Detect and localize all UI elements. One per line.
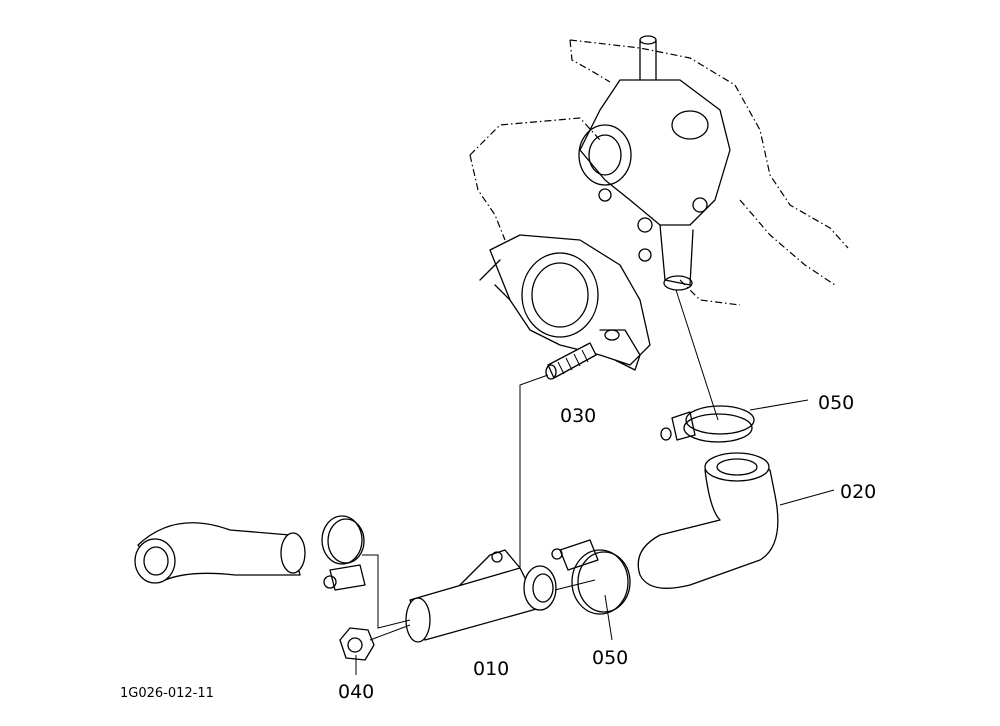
water-pump-housing [578, 35, 731, 291]
label-010: 010 [473, 658, 509, 680]
label-040: 040 [338, 681, 374, 703]
hose-020 [637, 452, 779, 589]
clamp-left [321, 515, 366, 591]
assembly-lines [362, 289, 719, 641]
pipe-010 [405, 549, 557, 643]
label-050-upper: 050 [818, 392, 854, 414]
leader-lines [355, 399, 835, 675]
drawing-code: 1G026-012-11 [120, 686, 214, 701]
hose-left [134, 522, 306, 584]
clamp-050-upper [660, 405, 755, 443]
label-030: 030 [560, 405, 596, 427]
nut-040 [339, 627, 375, 661]
stud-030 [545, 342, 597, 380]
clamp-050-lower [551, 539, 631, 615]
label-050-lower: 050 [592, 647, 628, 669]
engine-block-outline [469, 39, 849, 306]
engine-casting [479, 234, 651, 371]
label-020: 020 [840, 481, 876, 503]
